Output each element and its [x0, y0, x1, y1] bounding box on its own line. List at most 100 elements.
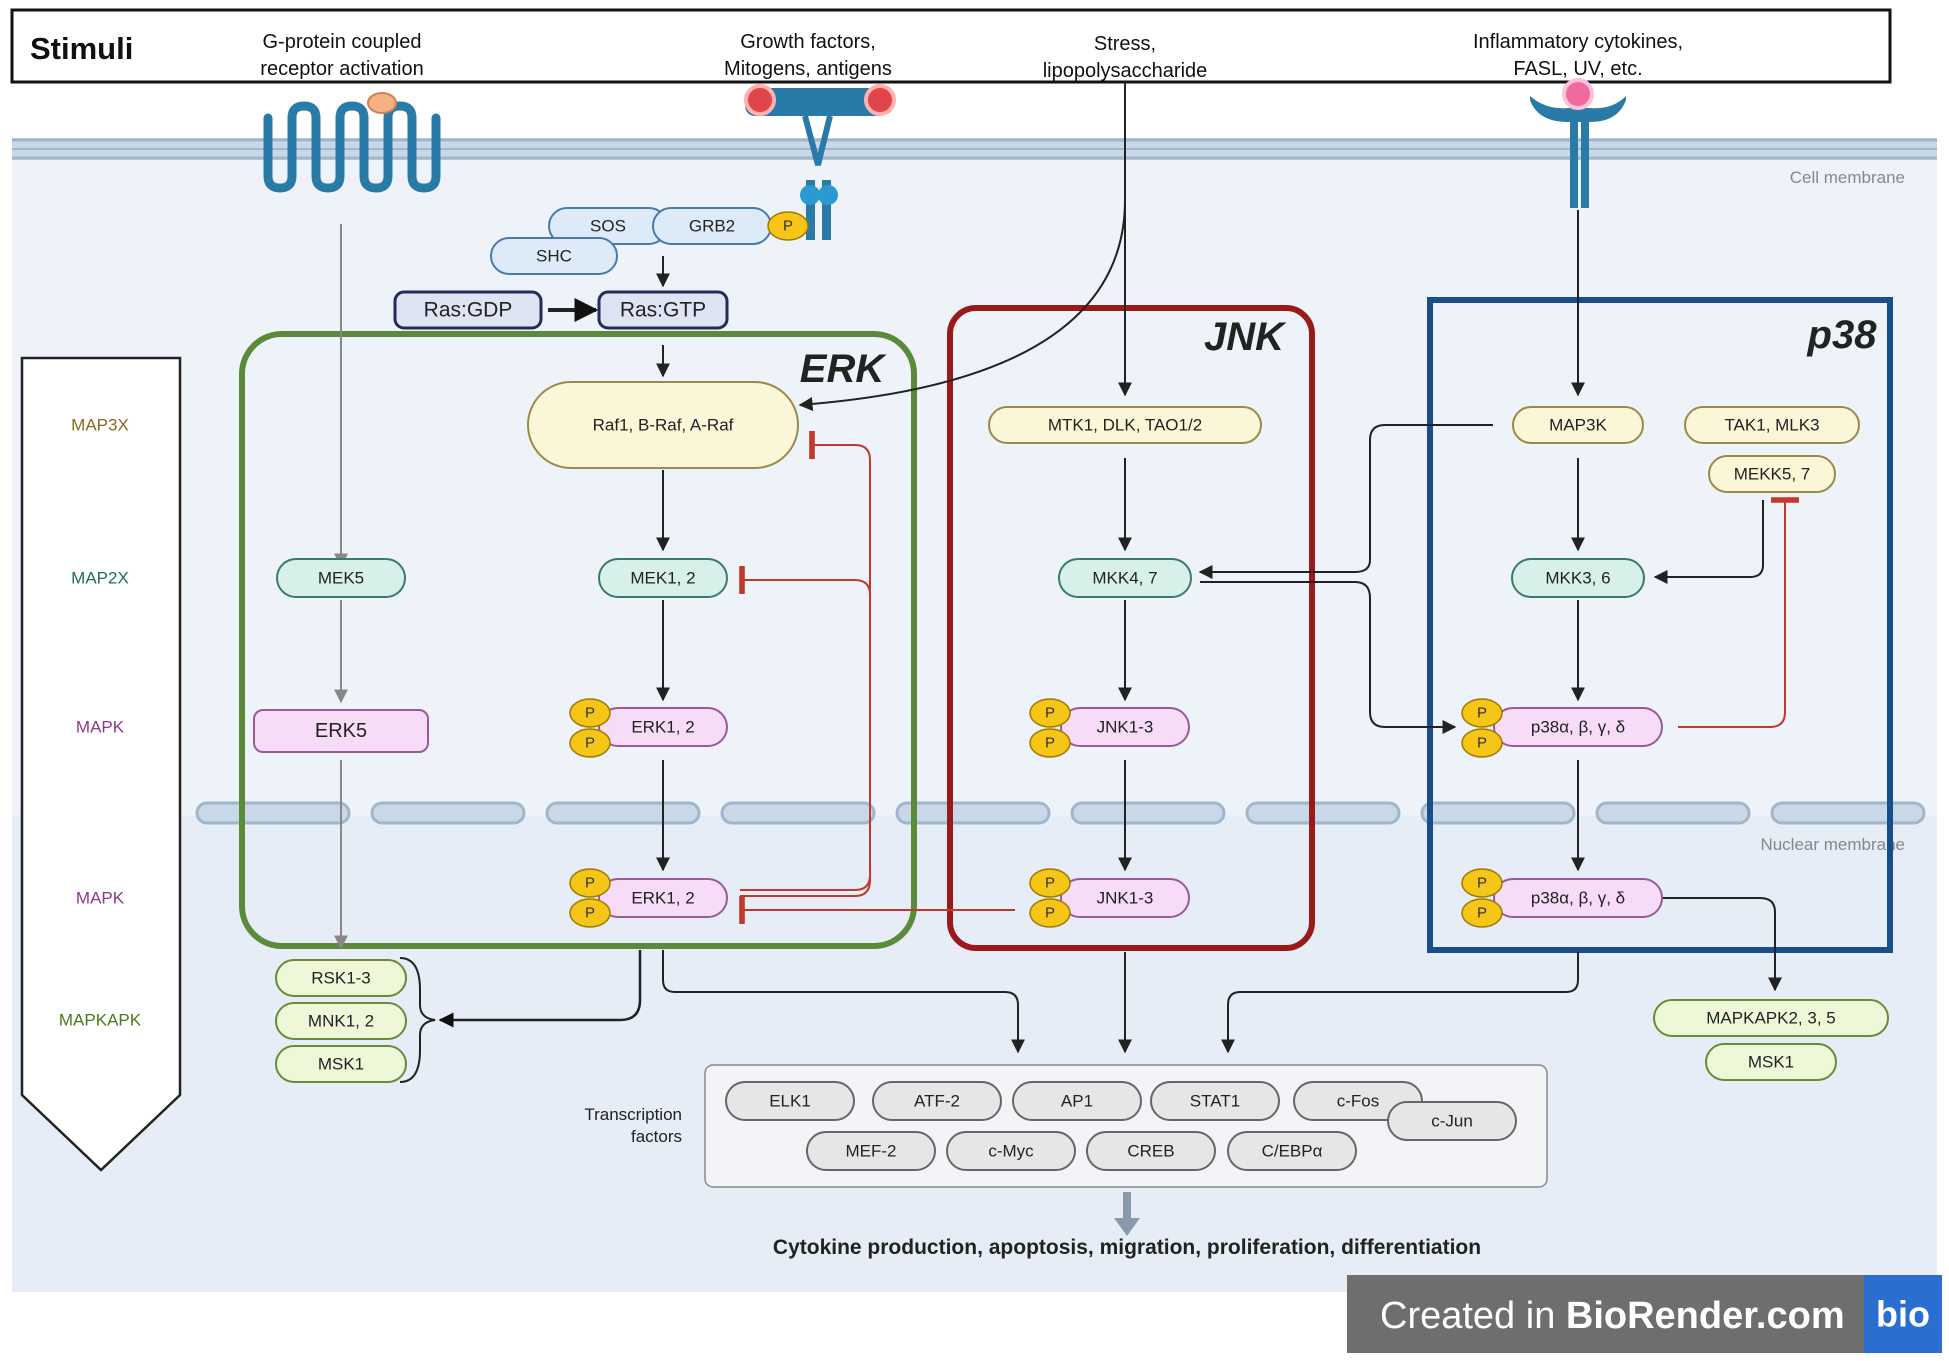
tf-label: c-Jun: [1431, 1112, 1473, 1131]
p38-family-title: p38: [1807, 313, 1878, 357]
p38-nuc-phospho-2: P: [1461, 898, 1503, 928]
tf-label: c-Myc: [988, 1142, 1034, 1161]
jnk-cyto-phospho-2: P: [1029, 728, 1071, 758]
p38-nuc-phospho-1-label: P: [1477, 875, 1487, 892]
ras-gtp-node: Ras:GTP: [597, 290, 729, 330]
biorender-logo: bio: [1876, 1294, 1930, 1335]
p38-cyto-phospho-2: P: [1461, 728, 1503, 758]
mekk-node-label: MEKK5, 7: [1734, 465, 1811, 484]
gpcr-receptor-icon: [263, 92, 441, 193]
mnk-node: MNK1, 2: [275, 1002, 407, 1040]
stimulus-growth-line1: Growth factors,: [740, 31, 876, 53]
edge-map3k-mkk47: [1198, 424, 1493, 579]
inhibition-p38-mekk: [1678, 497, 1799, 728]
jnk-nuc-phospho-2: P: [1029, 898, 1071, 928]
edge-erk12-tf: [662, 950, 1025, 1054]
p38-nuc-node: p38α, β, γ, δ: [1493, 878, 1663, 918]
mapkapk-node-label: MAPKAPK2, 3, 5: [1706, 1009, 1835, 1028]
mkk47-node-label: MKK4, 7: [1092, 569, 1157, 588]
stimulus-inflammatory-line2: FASL, UV, etc.: [1513, 58, 1642, 80]
brace-mapkapk-left: [399, 957, 436, 1083]
msk-left-node: MSK1: [275, 1045, 407, 1083]
outcome-text: Cytokine production, apoptosis, migratio…: [773, 1236, 1481, 1259]
shc-node: SHC: [490, 237, 618, 275]
jnk-nuc-phospho-2-label: P: [1045, 905, 1055, 922]
jnk-nuc-phospho-1-label: P: [1045, 875, 1055, 892]
tf-c-myc: c-Myc: [946, 1131, 1076, 1171]
nuclear-membrane-label: Nuclear membrane: [1760, 835, 1905, 854]
sos-node-label: SOS: [590, 217, 626, 236]
raf-node-label: Raf1, B-Raf, A-Raf: [593, 416, 734, 435]
jnk-cyto-node-label: JNK1-3: [1097, 718, 1154, 737]
stimulus-inflammatory-line1: Inflammatory cytokines,: [1473, 31, 1683, 53]
level-label: MAPK: [76, 889, 125, 908]
shc-node-label: SHC: [536, 247, 572, 266]
tf-label: MEF-2: [846, 1142, 897, 1161]
msk-left-node-label: MSK1: [318, 1055, 364, 1074]
nuclear-membrane-segment: [1420, 801, 1576, 825]
p38-cyto-node-label: p38α, β, γ, δ: [1531, 718, 1625, 737]
mkk36-node: MKK3, 6: [1511, 558, 1645, 598]
jnk-family-title: JNK: [1204, 315, 1287, 359]
level-arrow: [20, 356, 182, 1172]
transcription-label-line1: Transcription: [584, 1105, 682, 1124]
erk-family-box: [239, 331, 917, 949]
mtk-node: MTK1, DLK, TAO1/2: [988, 406, 1262, 444]
mekk-node: MEKK5, 7: [1708, 455, 1836, 493]
tf-label: c-Fos: [1337, 1092, 1380, 1111]
tf-label: ELK1: [769, 1092, 811, 1111]
nuclear-membrane-segment: [1595, 801, 1751, 825]
nuclear-membrane-segment: [1245, 801, 1401, 825]
erk5-node-label: ERK5: [315, 720, 367, 742]
erk12-cyto-node: ERK1, 2: [598, 707, 728, 747]
p38-nuc-phospho-1: P: [1461, 868, 1503, 898]
tf-c-jun: c-Jun: [1387, 1101, 1517, 1141]
mek12-node-label: MEK1, 2: [630, 569, 695, 588]
tf-ap1: AP1: [1012, 1081, 1142, 1121]
tf-label: CREB: [1127, 1142, 1174, 1161]
mek5-node-label: MEK5: [318, 569, 364, 588]
tf-label: STAT1: [1190, 1092, 1240, 1111]
jnk-cyto-phospho-1: P: [1029, 698, 1071, 728]
nuclear-membrane-segment: [370, 801, 526, 825]
cytokine-receptor-icon: [1530, 78, 1626, 208]
mek12-node: MEK1, 2: [598, 558, 728, 598]
inhibition-erk-mek: [739, 566, 871, 897]
erk12-nuc-phospho-2: P: [569, 898, 611, 928]
transcription-label-line2: factors: [631, 1127, 682, 1146]
tf-mef-2: MEF-2: [806, 1131, 936, 1171]
nuclear-membrane-segment: [1070, 801, 1226, 825]
tf-label: ATF-2: [914, 1092, 960, 1111]
erk12-cyto-node-label: ERK1, 2: [631, 718, 694, 737]
rsk-node: RSK1-3: [275, 959, 407, 997]
stimulus-gpcr-line2: receptor activation: [260, 58, 423, 80]
raf-node: Raf1, B-Raf, A-Raf: [527, 381, 799, 469]
erk12-cyto-phospho-2-label: P: [585, 735, 595, 752]
jnk-cyto-phospho-2-label: P: [1045, 735, 1055, 752]
nuclear-membrane: [20, 801, 1926, 825]
grb2-phospho-icon: P: [767, 211, 809, 241]
nuclear-membrane-segment: [895, 801, 1051, 825]
mapkapk-node: MAPKAPK2, 3, 5: [1653, 999, 1889, 1037]
grb2-node: GRB2: [652, 207, 772, 245]
tf-elk1: ELK1: [725, 1081, 855, 1121]
biorender-credit: Created in BioRender.com bio: [1347, 1275, 1942, 1353]
p38-nuc-phospho-2-label: P: [1477, 905, 1487, 922]
jnk-nuc-node-label: JNK1-3: [1097, 889, 1154, 908]
mnk-node-label: MNK1, 2: [308, 1012, 374, 1031]
sos-node: SOS: [548, 207, 668, 245]
ras-gdp-node: Ras:GDP: [393, 290, 543, 330]
cell-membrane: [12, 138, 1937, 160]
stimulus-gpcr-line1: G-protein coupled: [263, 31, 422, 53]
jnk-family-box: [947, 305, 1315, 951]
tf-atf-2: ATF-2: [872, 1081, 1002, 1121]
jnk-cyto-node: JNK1-3: [1060, 707, 1190, 747]
nuclear-membrane-segment: [1770, 801, 1926, 825]
edge-mkk47-p38: [1200, 581, 1457, 734]
erk5-node: ERK5: [253, 709, 429, 753]
p38-cyto-phospho-2-label: P: [1477, 735, 1487, 752]
level-label: MAPK: [76, 718, 125, 737]
